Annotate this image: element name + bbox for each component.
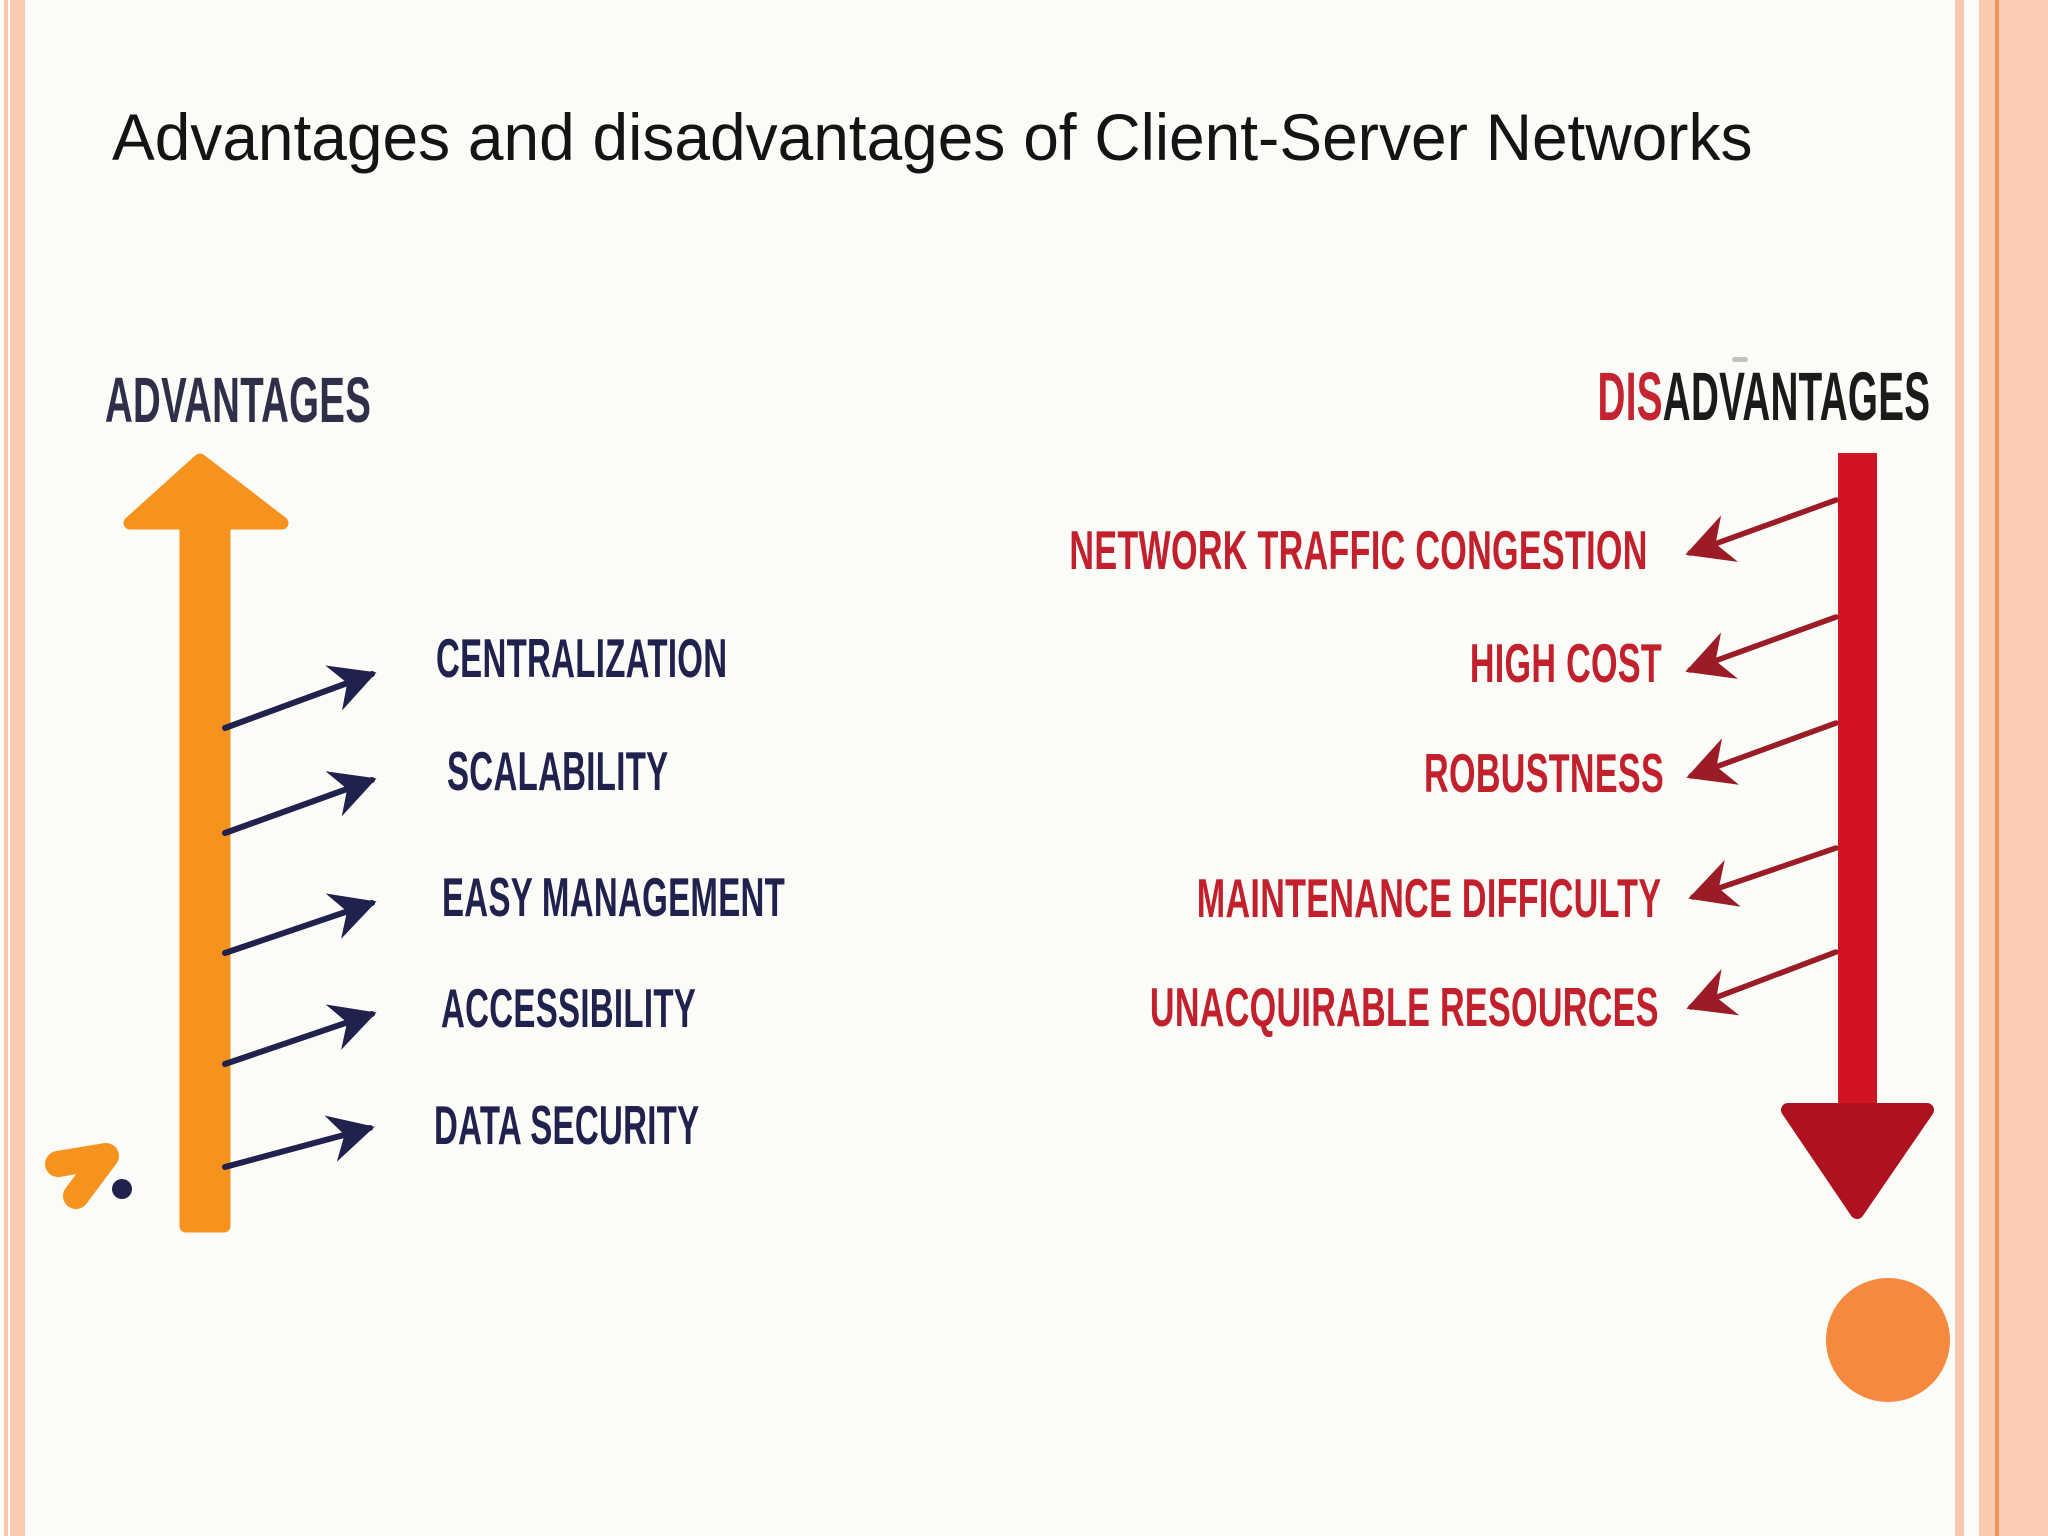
advantage-item-data-security: DATA SECURITY [434,1094,700,1156]
disadvantage-item-maintenance-difficulty: MAINTENANCE DIFFICULTY [1196,867,1661,929]
down-arrow-shaft [1838,453,1877,1110]
right-border-band [1979,0,1995,1536]
right-border-wide-band [1999,0,2048,1536]
advantage-item-scalability: SCALABILITY [447,740,669,802]
advantage-item-easy-management: EASY MANAGEMENT [442,866,786,928]
left-border-thin-stripe [4,0,8,1536]
disadvantage-item-network-traffic-congestion: NETWORK TRAFFIC CONGESTION [1069,519,1648,581]
logo-7-icon [45,1143,119,1209]
disadvantage-connector-arrows [1685,497,1839,1016]
advantage-item-centralization: CENTRALIZATION [436,627,728,689]
logo-dot [112,1179,132,1199]
up-arrow-icon [123,453,289,1233]
orange-circle-decoration [1826,1278,1950,1402]
right-border-thin-stripe [1955,0,1964,1536]
advantages-header: ADVANTAGES [105,364,372,436]
right-border-accent-line [1995,0,1999,1536]
left-border-band [10,0,25,1536]
disadvantage-item-unacquirable-resources: UNACQUIRABLE RESOURCES [1150,976,1659,1038]
disadvantage-item-high-cost: HIGH COST [1469,632,1662,694]
gray-dash-decoration [1732,357,1748,362]
advantage-item-accessibility: ACCESSIBILITY [441,977,697,1039]
slide-title: Advantages and disadvantages of Client-S… [112,100,1753,174]
advantage-connector-arrows [222,665,377,1170]
down-arrow-icon [1781,1103,1934,1219]
disadvantages-header-rest: ADVANTAGES [1662,358,1930,435]
disadvantages-header-prefix: DIS [1597,358,1663,435]
disadvantage-item-robustness: ROBUSTNESS [1424,742,1664,804]
disadvantages-header: DISADVANTAGES [1597,362,1930,431]
